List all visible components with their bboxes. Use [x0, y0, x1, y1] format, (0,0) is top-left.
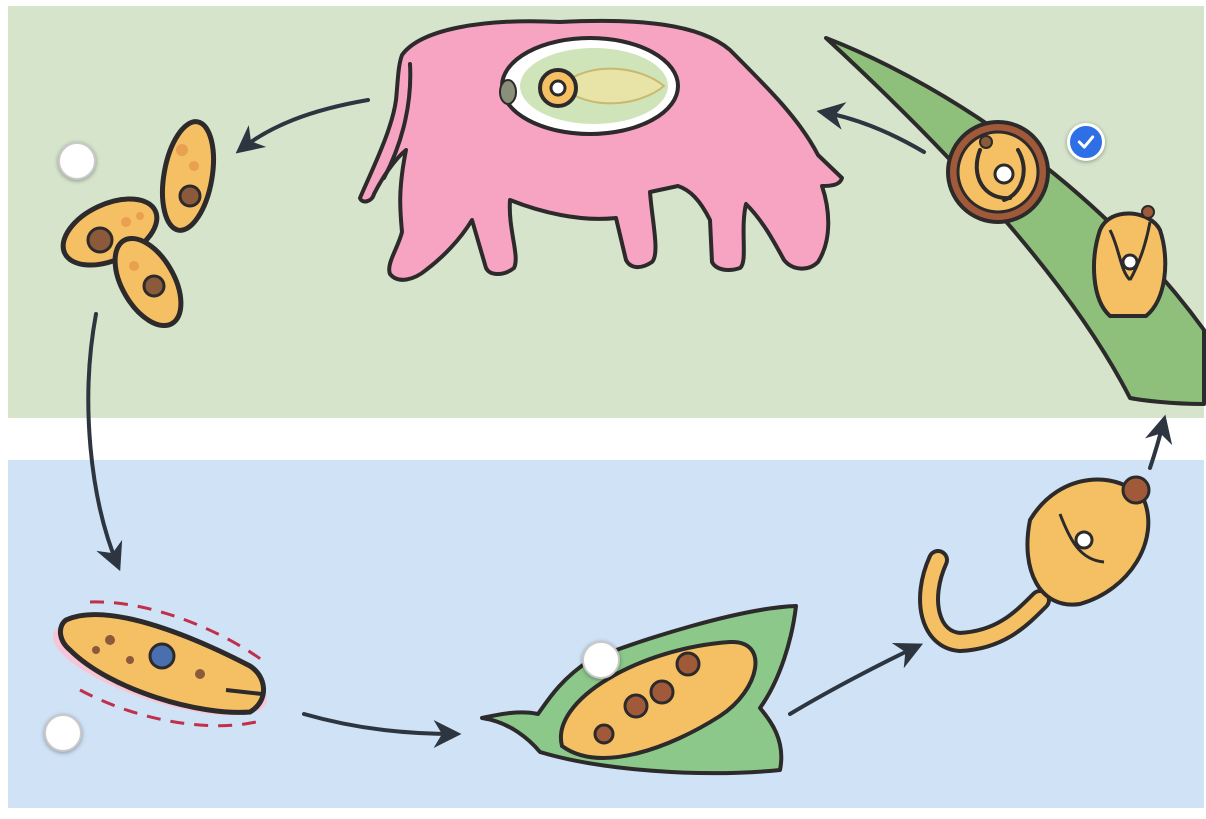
metacercaria-cyst-icon	[948, 122, 1048, 222]
checkmark-icon	[1070, 126, 1102, 158]
cercaria-on-grass-icon	[1094, 206, 1165, 316]
select-stage-snail[interactable]	[582, 641, 620, 679]
select-stage-eggs[interactable]	[58, 142, 96, 180]
divider-band	[8, 418, 1204, 460]
select-stage-miracidium[interactable]	[44, 714, 82, 752]
select-stage-metacercaria[interactable]	[1067, 123, 1105, 161]
